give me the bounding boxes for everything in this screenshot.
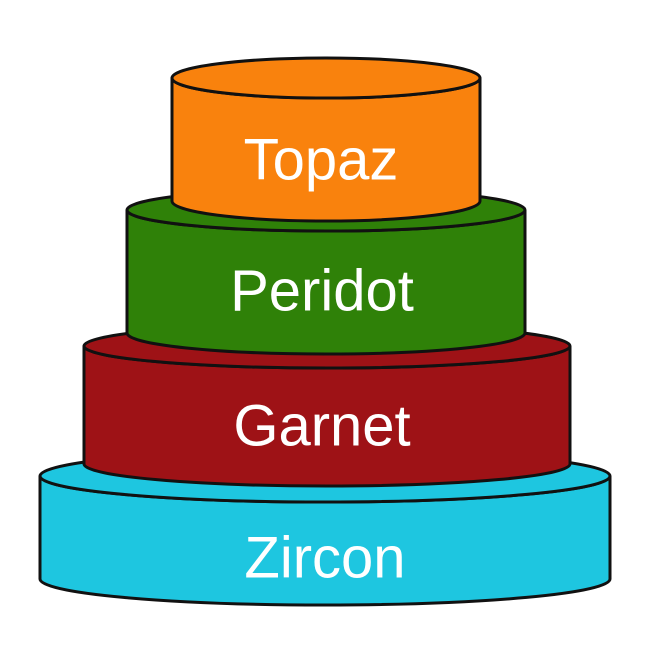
tier-zircon-label: Zircon [244,525,405,590]
tier-peridot-label: Peridot [230,258,414,323]
tier-garnet-label: Garnet [233,393,410,458]
tier-topaz: Topaz [170,56,482,223]
tier-topaz-top [170,56,482,100]
tier-topaz-label: Topaz [244,127,399,192]
